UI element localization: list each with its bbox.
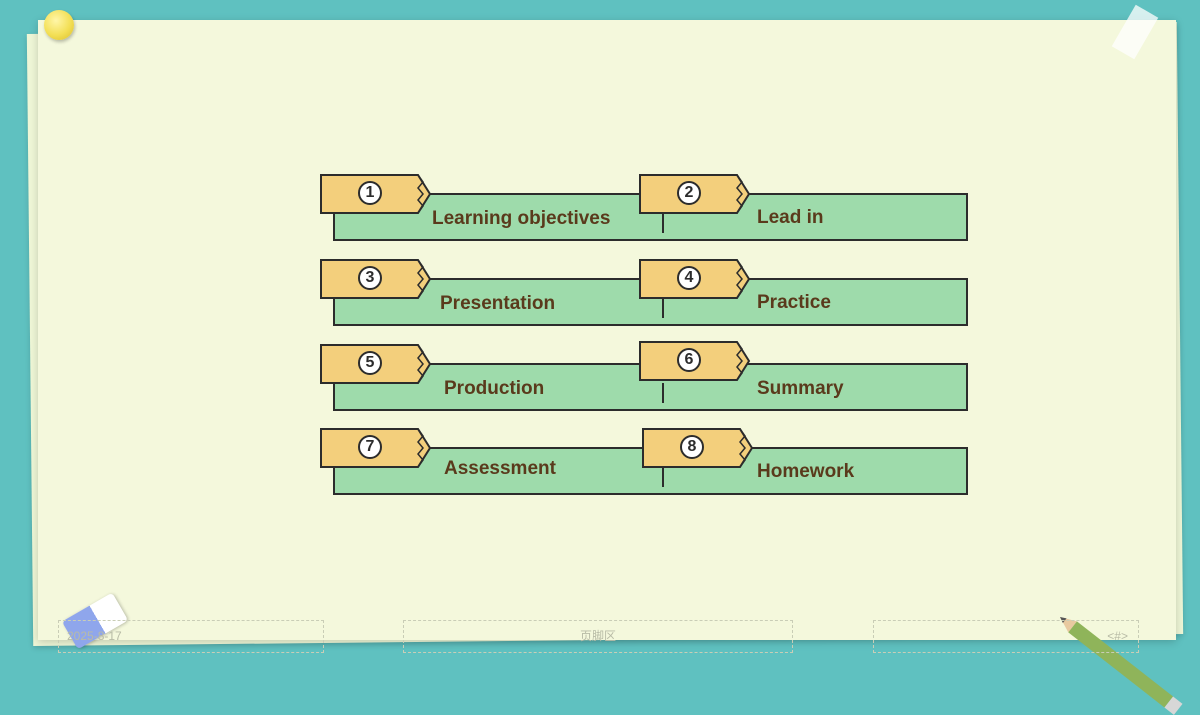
menu-item-4-tab[interactable]: 4 <box>639 259 751 299</box>
menu-item-3-tab[interactable]: 3 <box>320 259 432 299</box>
menu-item-number: 5 <box>358 351 382 375</box>
row-divider <box>662 298 664 318</box>
menu-item-3-label[interactable]: Presentation <box>440 293 556 314</box>
menu-item-2-label[interactable]: Lead in <box>757 207 824 228</box>
menu-item-number: 7 <box>358 435 382 459</box>
menu-item-number: 6 <box>677 348 701 372</box>
menu-item-7-label[interactable]: Assessment <box>444 458 556 479</box>
menu-item-2-tab[interactable]: 2 <box>639 174 751 214</box>
footer-center: 页脚区 <box>403 620 793 653</box>
menu-item-6-label[interactable]: Summary <box>757 378 844 399</box>
menu-item-5-tab[interactable]: 5 <box>320 344 432 384</box>
menu-row-2 <box>333 278 968 326</box>
menu-item-number: 4 <box>677 266 701 290</box>
row-divider <box>662 383 664 403</box>
menu-item-number: 3 <box>358 266 382 290</box>
menu-item-1-tab[interactable]: 1 <box>320 174 432 214</box>
menu-item-1-label[interactable]: Learning objectives <box>432 208 611 229</box>
menu-item-8-tab[interactable]: 8 <box>642 428 754 468</box>
menu-item-5-label[interactable]: Production <box>444 378 545 399</box>
footer-date: 2025-8-17 <box>58 620 324 653</box>
pushpin-icon <box>44 10 74 40</box>
menu-item-6-tab[interactable]: 6 <box>639 341 751 381</box>
row-divider <box>662 213 664 233</box>
menu-item-number: 8 <box>680 435 704 459</box>
menu-item-8-label[interactable]: Homework <box>757 461 855 482</box>
paper-sheet <box>38 20 1176 640</box>
row-divider <box>662 467 664 487</box>
menu-item-number: 2 <box>677 181 701 205</box>
menu-item-number: 1 <box>358 181 382 205</box>
menu-item-7-tab[interactable]: 7 <box>320 428 432 468</box>
footer-page-number: <#> <box>873 620 1139 653</box>
menu-item-4-label[interactable]: Practice <box>757 292 831 313</box>
